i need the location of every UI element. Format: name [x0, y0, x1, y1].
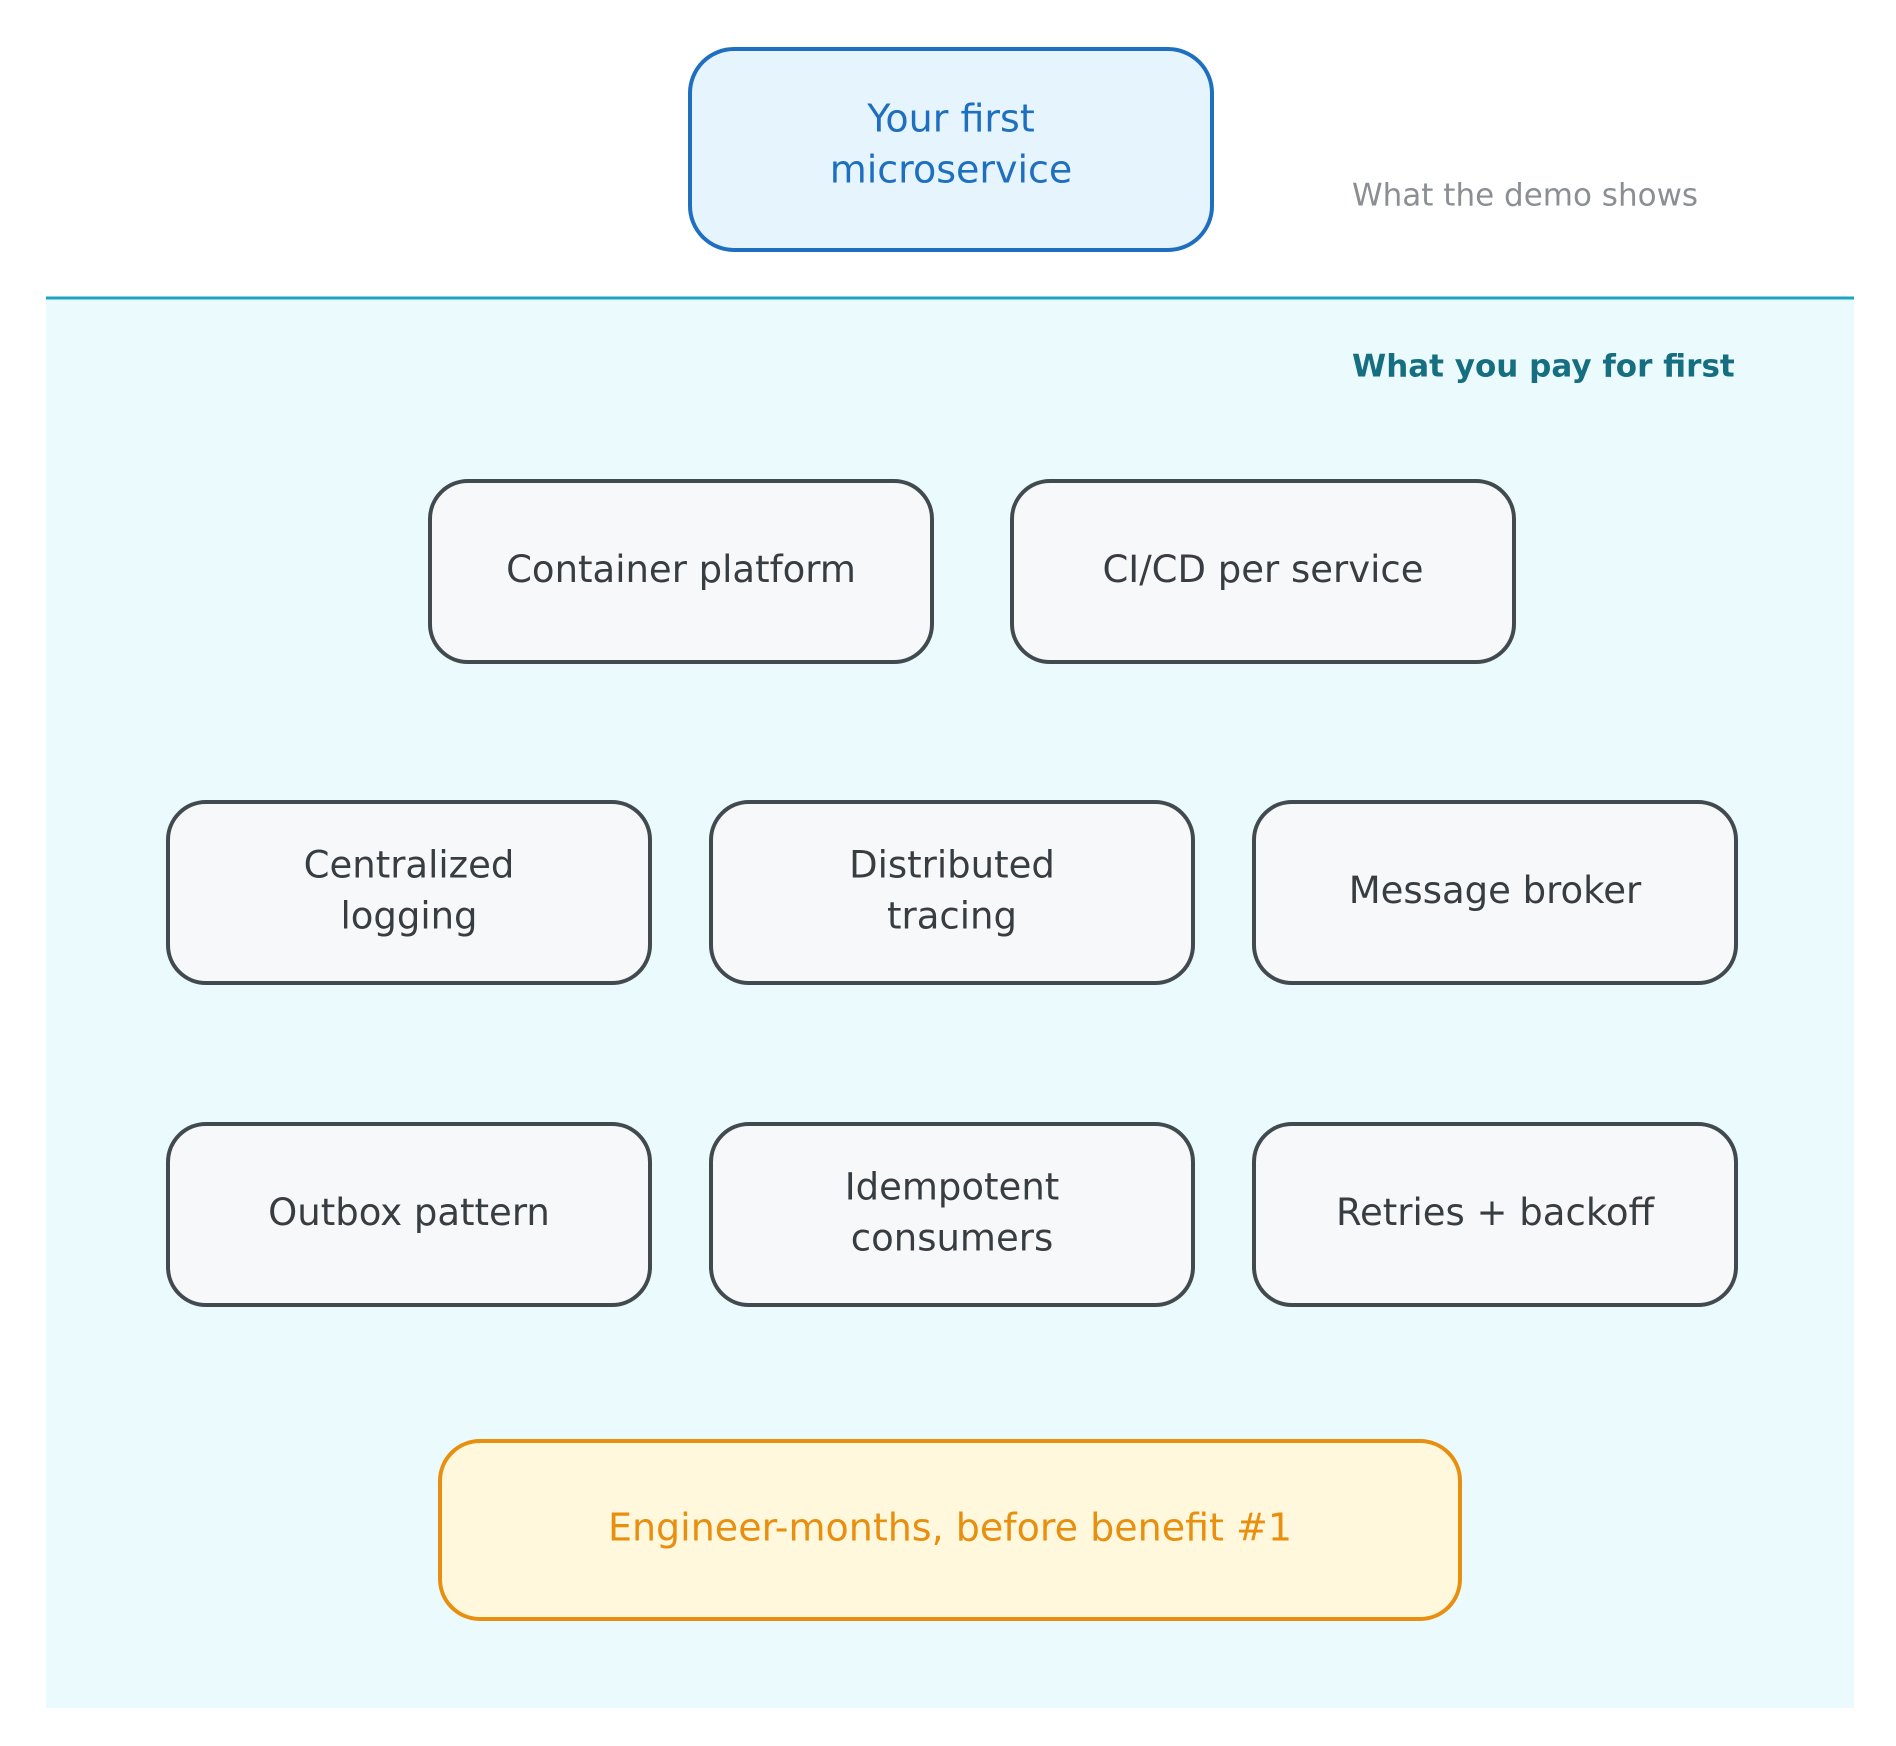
box-centralized-logging-label-line-1: Centralized — [304, 844, 515, 887]
cost-boxes: Container platform CI/CD per serviceCentr… — [166, 479, 1738, 1307]
box-ci-cd-per-service-label-line-1: CI/CD per service — [1102, 548, 1423, 591]
top-node: Your first microservice — [688, 47, 1214, 252]
box-ci-cd-per-service-outline — [1010, 479, 1516, 664]
box-centralized-logging-label-line-2: logging — [340, 895, 477, 938]
box-outbox-pattern-label-line-1: Outbox pattern — [268, 1191, 550, 1234]
box-idempotent-consumers-label-line-2: consumers — [851, 1217, 1053, 1260]
top-node-line-1: Your first — [866, 97, 1034, 141]
box-outbox-pattern: Outbox pattern — [166, 1122, 652, 1307]
bottom-node-box — [438, 1439, 1462, 1621]
box-retries-backoff: Retries + backoff — [1252, 1122, 1738, 1307]
box-distributed-tracing-label-line-1: Distributed — [849, 844, 1055, 887]
box-distributed-tracing-label-line-2: tracing — [887, 895, 1017, 938]
bottom-node: Engineer-months, before benefit #1 — [438, 1439, 1462, 1621]
box-container-platform-outline — [428, 479, 934, 664]
label-demo-shows: What the demo shows — [1352, 178, 1698, 214]
box-centralized-logging: Centralized logging — [166, 800, 652, 985]
box-idempotent-consumers-label-line-1: Idempotent — [845, 1166, 1060, 1209]
box-idempotent-consumers: Idempotent consumers — [709, 1122, 1195, 1307]
label-pay-for-first: What you pay for first — [1352, 349, 1735, 385]
box-retries-backoff-label-line-1: Retries + backoff — [1336, 1191, 1656, 1234]
box-distributed-tracing-outline — [709, 800, 1195, 985]
top-node-box — [688, 47, 1214, 252]
box-outbox-pattern-outline — [166, 1122, 652, 1307]
box-container-platform: Container platform — [428, 479, 934, 664]
box-distributed-tracing: Distributed tracing — [709, 800, 1195, 985]
top-node-line-2: microservice — [830, 148, 1073, 192]
box-message-broker-label-line-1: Message broker — [1349, 869, 1642, 912]
box-message-broker: Message broker — [1252, 800, 1738, 985]
box-message-broker-outline — [1252, 800, 1738, 985]
box-container-platform-label-line-1: Container platform — [506, 548, 856, 591]
bottom-node-label: Engineer-months, before benefit #1 — [608, 1506, 1292, 1550]
box-retries-backoff-outline — [1252, 1122, 1738, 1307]
box-centralized-logging-outline — [166, 800, 652, 985]
box-idempotent-consumers-outline — [709, 1122, 1195, 1307]
box-ci-cd-per-service: CI/CD per service — [1010, 479, 1516, 664]
